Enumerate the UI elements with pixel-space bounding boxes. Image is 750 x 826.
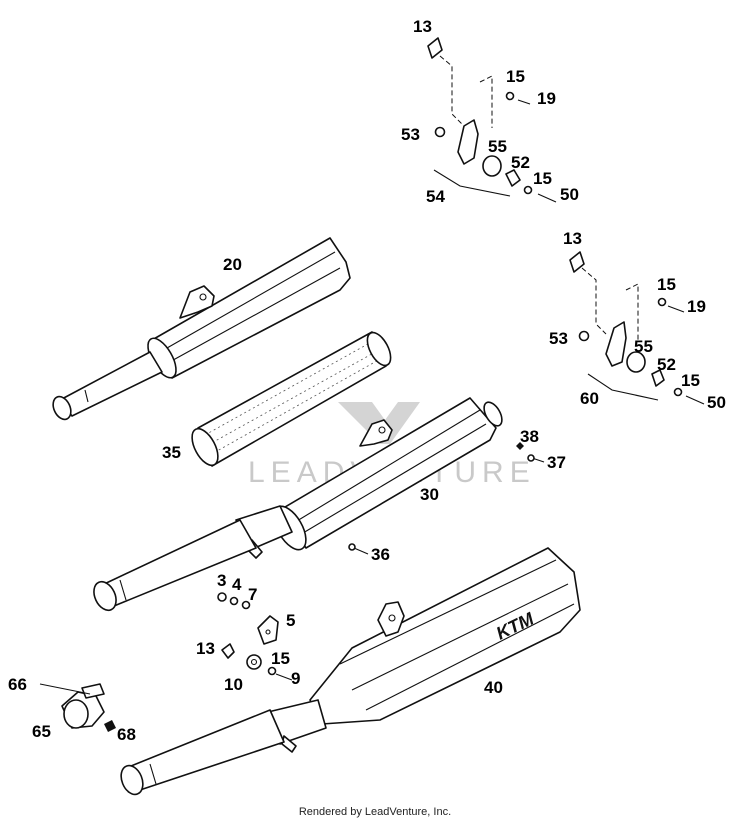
callout-53: 53: [549, 329, 568, 348]
clamp-assembly-65: [39, 683, 116, 732]
muffler-30: [93, 397, 503, 612]
callout-4: 4: [232, 575, 242, 594]
callout-15: 15: [657, 275, 676, 294]
muffler-20: [52, 237, 351, 421]
insulation-sleeve-35: [191, 331, 392, 467]
callout-19: 19: [687, 297, 706, 316]
callout-38: 38: [520, 427, 539, 446]
callout-55: 55: [488, 137, 507, 156]
small-hardware: [217, 442, 545, 681]
callout-50: 50: [707, 393, 726, 412]
callout-7: 7: [248, 585, 257, 604]
callout-3: 3: [217, 571, 226, 590]
callout-35: 35: [162, 443, 181, 462]
callout-5: 5: [286, 611, 295, 630]
callout-13: 13: [196, 639, 215, 658]
callout-15: 15: [271, 649, 290, 668]
callout-10: 10: [224, 675, 243, 694]
callout-9: 9: [291, 669, 300, 688]
callout-36: 36: [371, 545, 390, 564]
bracket-assembly-60: [569, 251, 705, 405]
callout-53: 53: [401, 125, 420, 144]
callout-30: 30: [420, 485, 439, 504]
callout-15: 15: [681, 371, 700, 390]
callout-15: 15: [533, 169, 552, 188]
callout-40: 40: [484, 678, 503, 697]
callout-13: 13: [563, 229, 582, 248]
callout-52: 52: [657, 355, 676, 374]
callout-labels: 13 15 19 53 55 52 15 50 54 13 15 19 53 5…: [8, 17, 726, 744]
callout-13: 13: [413, 17, 432, 36]
callout-65: 65: [32, 722, 51, 741]
callout-60: 60: [580, 389, 599, 408]
callout-37: 37: [547, 453, 566, 472]
callout-50: 50: [560, 185, 579, 204]
bracket-assembly-54: [427, 37, 557, 203]
callout-52: 52: [511, 153, 530, 172]
muffler-40: KTM: [120, 547, 581, 796]
callout-66: 66: [8, 675, 27, 694]
callout-54: 54: [426, 187, 445, 206]
callout-19: 19: [537, 89, 556, 108]
callout-55: 55: [634, 337, 653, 356]
callout-15: 15: [506, 67, 525, 86]
callout-68: 68: [117, 725, 136, 744]
footer-credit: Rendered by LeadVenture, Inc.: [298, 806, 452, 818]
callout-20: 20: [223, 255, 242, 274]
